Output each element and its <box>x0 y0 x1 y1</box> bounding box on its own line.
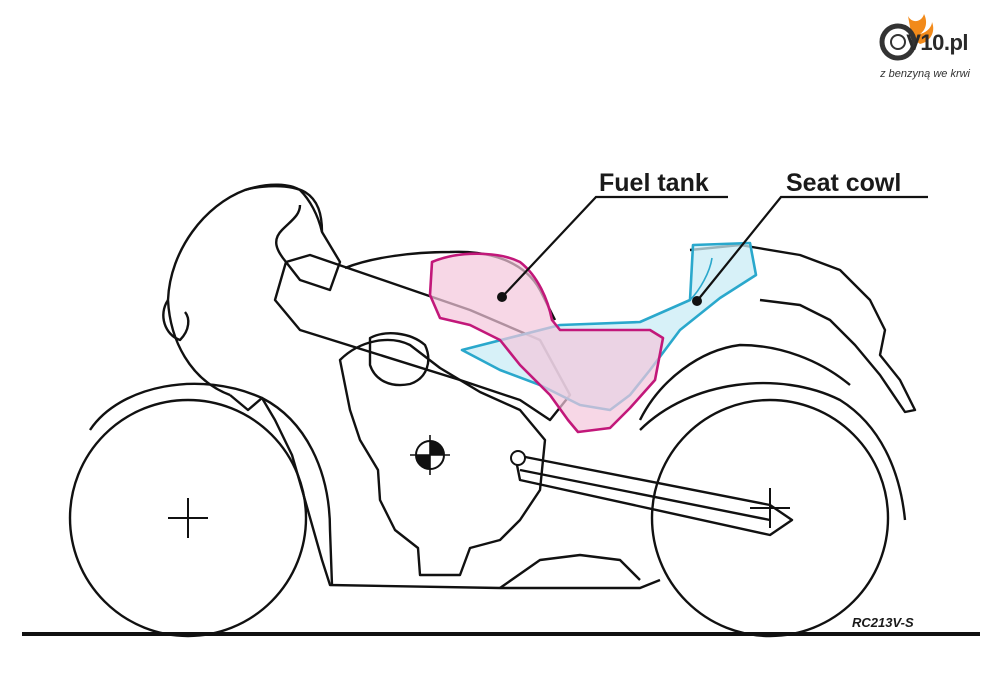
nose <box>162 299 190 342</box>
seat-cowl-label: Seat cowl <box>786 169 901 197</box>
swingarm <box>513 453 794 537</box>
front-fairing <box>166 183 342 397</box>
fuel-tank-shape <box>428 252 665 434</box>
fuel-tank-label: Fuel tank <box>599 169 709 197</box>
fairing-lower <box>229 394 661 590</box>
seat-cowl-inner <box>689 257 713 301</box>
frame-spar <box>273 253 572 422</box>
front-wheel <box>68 398 308 638</box>
chain-line <box>519 468 771 522</box>
rear-hugger <box>639 381 907 521</box>
rear-wheel <box>650 398 890 638</box>
bike-outline <box>68 183 917 638</box>
site-logo[interactable]: V10.pl z benzyną we krwi <box>870 8 980 88</box>
tire-flame-icon <box>879 14 934 61</box>
windscreen <box>244 184 324 233</box>
logo-brand: V10.pl <box>906 30 968 55</box>
belly-pan <box>499 553 641 589</box>
axle-marks <box>168 488 790 538</box>
logo-tagline: z benzyną we krwi <box>880 68 970 80</box>
engine-detail <box>368 332 430 387</box>
swingarm-pivot <box>510 450 526 466</box>
leader-lines <box>501 195 928 302</box>
center-of-gravity-icon <box>410 435 450 475</box>
seat-cowl-leader <box>696 195 928 302</box>
engine <box>338 338 547 577</box>
front-fender <box>89 382 334 586</box>
tail <box>689 243 917 414</box>
rear-body <box>638 343 851 421</box>
fuel-tank-leader <box>501 195 728 298</box>
seat-cowl-dot <box>692 296 702 306</box>
model-code: RC213V-S <box>852 615 914 630</box>
fuel-tank-dot <box>497 292 507 302</box>
